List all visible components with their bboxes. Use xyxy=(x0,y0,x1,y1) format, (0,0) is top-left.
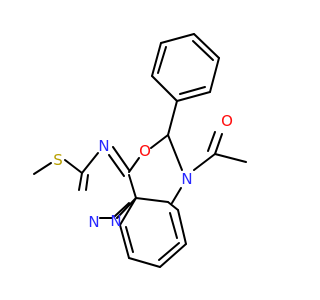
bond-phenyl-inner-1 xyxy=(157,46,167,74)
bond-c3-n-lower-double xyxy=(85,174,89,191)
bond-benzo-6 xyxy=(119,197,137,226)
bond-benzo-4 xyxy=(128,257,161,268)
atom-nitrogen-4: N xyxy=(181,170,192,188)
oxazepine-ring xyxy=(128,134,183,204)
phenyl-ring xyxy=(151,33,220,136)
atom-sulfur-1: S xyxy=(53,151,63,169)
bond-benzo-inner-2 xyxy=(125,226,134,253)
atom-nitrogen-3: N xyxy=(110,212,121,230)
bond-phenyl-2 xyxy=(151,42,162,77)
bond-s-c3 xyxy=(64,159,83,174)
bond-phenyl-5 xyxy=(209,57,220,93)
bond-c3-n-upper xyxy=(81,152,99,174)
bond-c-aryl xyxy=(135,197,169,203)
bond-n-c xyxy=(116,197,137,219)
molecule-diagram: S N N N O N O xyxy=(33,33,247,268)
bond-benzo-inner-1 xyxy=(158,242,180,261)
bond-phenyl-1 xyxy=(151,75,178,102)
bond-benzo-5 xyxy=(119,224,130,259)
bond-c3-n-lower xyxy=(78,172,83,191)
bond-phenyl-inner-2 xyxy=(192,40,214,61)
bond-n-carbonyl xyxy=(193,153,216,171)
bond-benzo-inner-3 xyxy=(169,212,178,239)
bond-n-c-double xyxy=(114,202,130,217)
bond-phenyl-4 xyxy=(193,33,220,59)
bond-ch-n xyxy=(167,134,183,171)
bond-ch-phenyl xyxy=(167,100,178,136)
bond-phenyl-3 xyxy=(160,33,195,44)
atom-nitrogen-1: N xyxy=(98,137,109,155)
bond-benzo-3 xyxy=(159,243,187,268)
bond-phenyl-inner-3 xyxy=(179,86,206,95)
bond-carbonyl-methyl xyxy=(214,153,247,163)
atom-nitrogen-2: N xyxy=(88,213,99,231)
bond-benzo-2 xyxy=(177,209,187,245)
atom-oxygen-1: O xyxy=(139,142,151,160)
bond-benzo-1 xyxy=(167,201,179,211)
bond-methyl-s xyxy=(33,162,52,175)
structure-canvas: S N N N O N O xyxy=(33,33,247,268)
bond-carbonyl-o xyxy=(214,133,223,155)
benzo-ring xyxy=(119,197,187,268)
bond-group-methylthio xyxy=(33,159,83,175)
bond-carbonyl-o-double xyxy=(207,131,216,152)
bond-c-o xyxy=(128,157,140,173)
bond-o-ch xyxy=(150,134,169,149)
acetyl-group xyxy=(193,131,247,171)
bond-n-aryl xyxy=(171,187,182,204)
triazine-ring xyxy=(78,146,137,219)
bond-n-c-fused-double xyxy=(108,154,125,177)
atom-oxygen-2: O xyxy=(221,112,233,130)
bond-phenyl-6 xyxy=(176,91,211,102)
bond-n-c-fused xyxy=(112,146,130,171)
bond-c-c-fused xyxy=(128,174,137,199)
